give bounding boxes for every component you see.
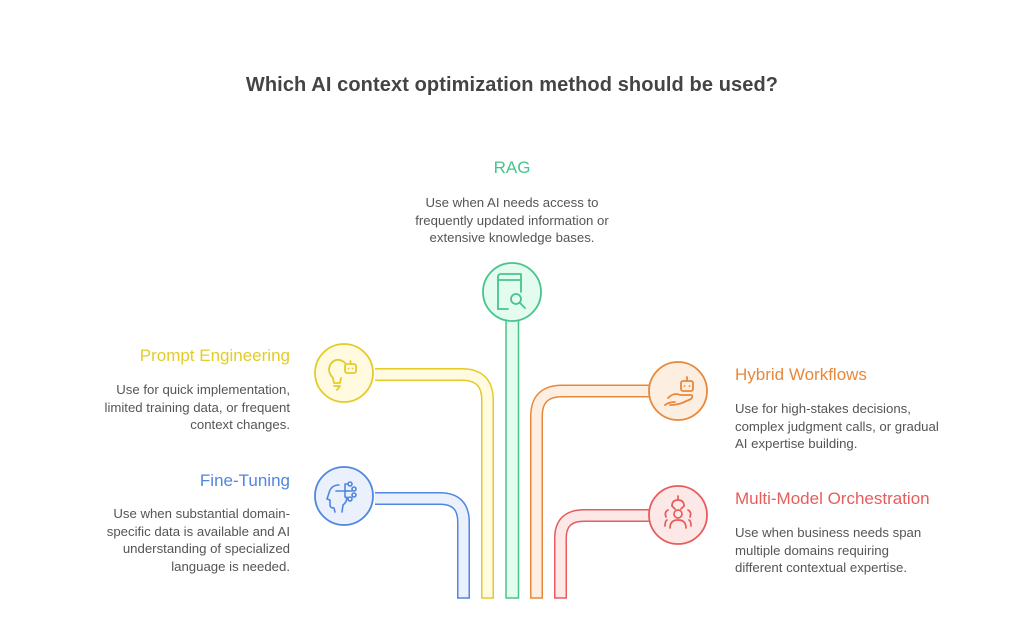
- hybrid-workflows-connector: [530, 384, 650, 599]
- multi-model-connector: [554, 509, 650, 599]
- hybrid-workflows-description: Use for high-stakes decisions, complex j…: [735, 400, 1005, 453]
- prompt-description-line: Use for quick implementation,: [116, 382, 290, 397]
- fine-tuning-connector: [375, 492, 470, 599]
- book-search-icon: [497, 273, 526, 310]
- rag-description-line: frequently updated information or: [415, 212, 609, 228]
- hybrid-description-line: Use for high-stakes decisions,: [735, 401, 911, 416]
- rag-description-line: Use when AI needs access to: [425, 195, 599, 210]
- prompt-description-line: limited training data, or frequent: [104, 399, 290, 415]
- rag-connector: [505, 317, 520, 599]
- fine-tuning-description-line: language is needed.: [171, 558, 290, 574]
- rag-description-line: extensive knowledge bases.: [429, 230, 595, 245]
- multi-model-description-line: Use when business needs span: [735, 525, 922, 540]
- lightbulb-robot-icon: [328, 358, 357, 391]
- prompt-engineering-connector: [375, 368, 494, 599]
- hybrid-description-line: complex judgment calls, or gradual: [735, 418, 939, 434]
- fine-tuning-description: Use when substantial domain- specific da…: [40, 505, 290, 575]
- fine-tuning-node[interactable]: [314, 466, 374, 526]
- multi-model-node[interactable]: [648, 485, 708, 545]
- prompt-engineering-description: Use for quick implementation, limited tr…: [40, 381, 290, 434]
- fine-tuning-description-line: Use when substantial domain-: [113, 506, 290, 521]
- head-network-icon: [326, 481, 357, 513]
- fine-tuning-description-line: understanding of specialized: [122, 541, 290, 556]
- multi-model-label: Multi-Model Orchestration: [735, 489, 930, 508]
- multi-model-description-line: multiple domains requiring: [735, 542, 889, 558]
- multi-model-description: Use when business needs span multiple do…: [735, 524, 1005, 577]
- hand-robot-icon: [664, 376, 694, 406]
- prompt-engineering-label: Prompt Engineering: [139, 346, 290, 365]
- hybrid-workflows-node[interactable]: [648, 361, 708, 421]
- rag-label: RAG: [493, 158, 531, 177]
- hybrid-description-line: AI expertise building.: [735, 436, 858, 451]
- diagram-title: Which AI context optimization method sho…: [245, 74, 779, 96]
- fine-tuning-description-line: specific data is available and AI: [106, 523, 290, 539]
- rag-description: Use when AI needs access to frequently u…: [402, 194, 622, 247]
- team-orchestration-icon: [664, 495, 692, 529]
- prompt-engineering-node[interactable]: [314, 343, 374, 403]
- rag-node[interactable]: [482, 262, 542, 322]
- hybrid-workflows-label: Hybrid Workflows: [735, 365, 867, 384]
- multi-model-description-line: different contextual expertise.: [735, 560, 908, 575]
- prompt-description-line: context changes.: [190, 417, 290, 432]
- fine-tuning-label: Fine-Tuning: [199, 471, 290, 490]
